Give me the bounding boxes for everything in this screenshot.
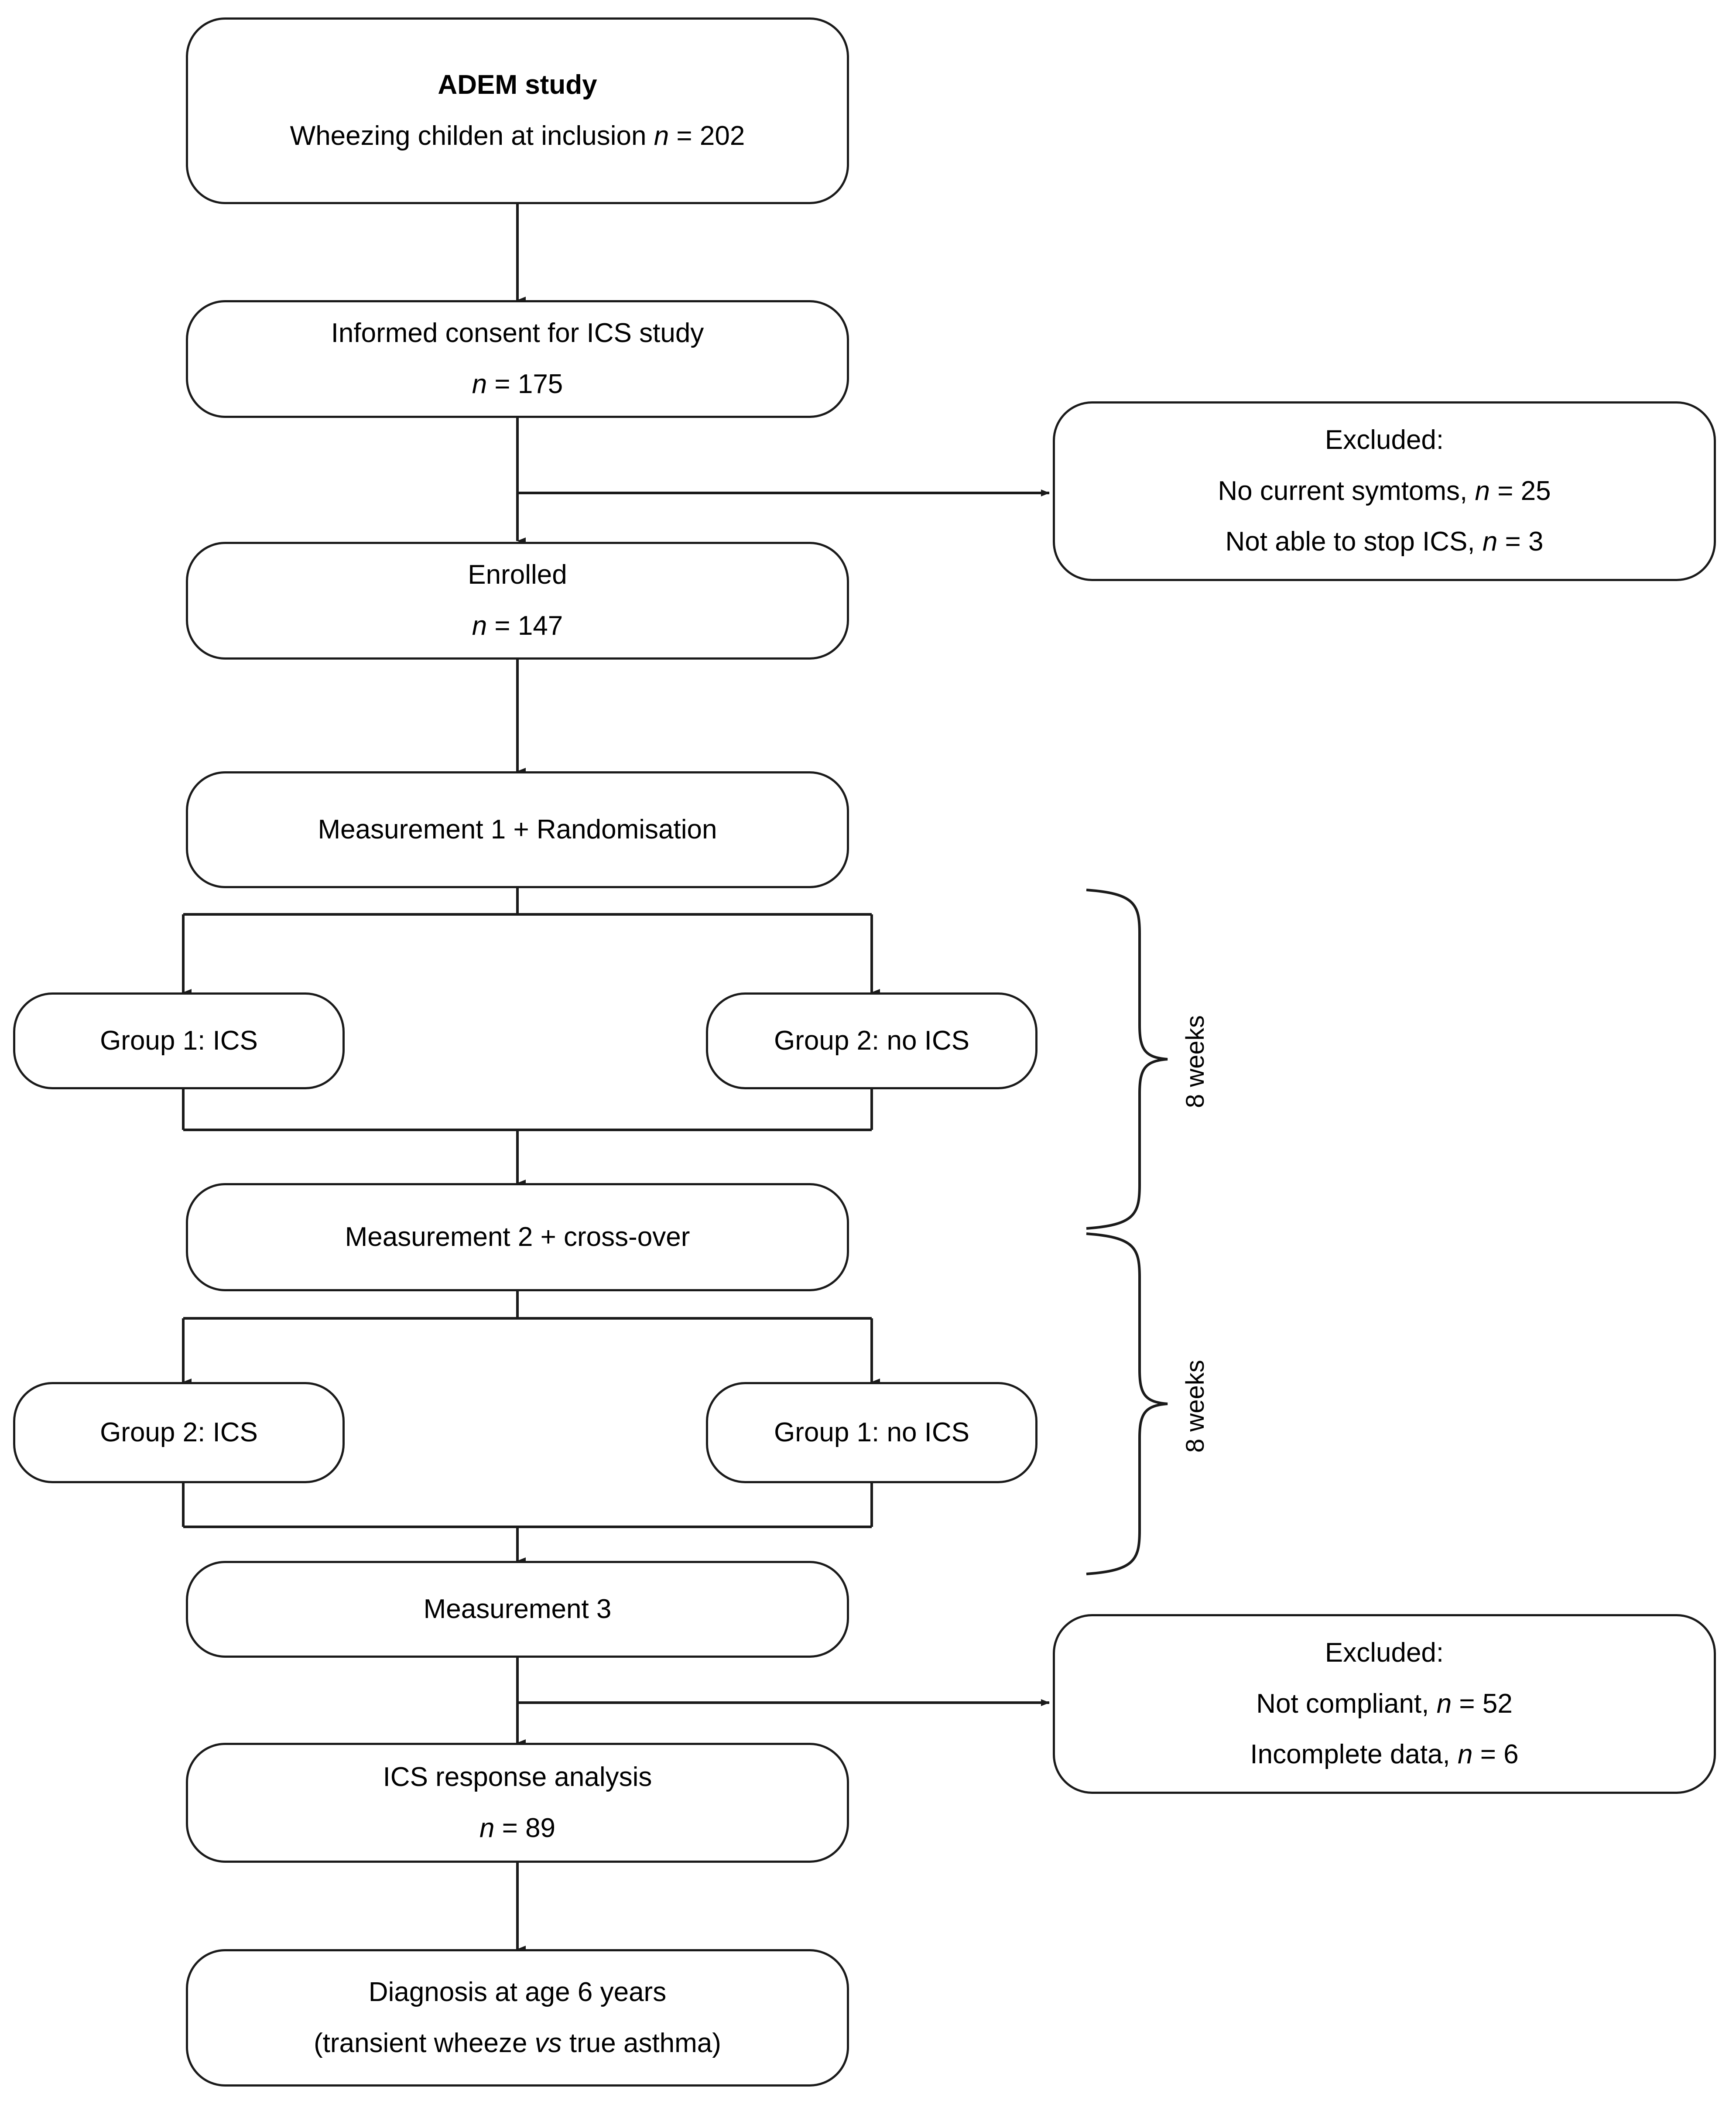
node-group-2-no-ics: Group 2: no ICS (706, 992, 1037, 1089)
excluded-2-reason-1: Not compliant, n = 52 (1256, 1688, 1513, 1719)
period-braces (1086, 889, 1168, 1575)
informed-consent-title: Informed consent for ICS study (331, 318, 704, 349)
excluded-1-title: Excluded: (1325, 425, 1444, 455)
adem-study-title: ADEM study (438, 70, 597, 100)
ics-response-count: n = 89 (479, 1813, 556, 1843)
excluded-1-reason-1: No current symtoms, n = 25 (1218, 476, 1551, 506)
node-excluded-1: Excluded: No current symtoms, n = 25 Not… (1053, 401, 1716, 581)
excluded-1-reason-2: Not able to stop ICS, n = 3 (1225, 527, 1544, 557)
diagnosis-title: Diagnosis at age 6 years (368, 1977, 667, 2007)
informed-consent-count: n = 175 (472, 369, 563, 399)
enrolled-count: n = 147 (472, 611, 563, 641)
node-measurement-1: Measurement 1 + Randomisation (186, 771, 849, 888)
period-1-duration-label: 8 weeks (1181, 1015, 1209, 1108)
node-diagnosis: Diagnosis at age 6 years (transient whee… (186, 1949, 849, 2087)
n-symbol: n (1482, 527, 1498, 557)
node-group-2-ics: Group 2: ICS (13, 1382, 345, 1483)
n-symbol: n (479, 1813, 495, 1843)
measurement-2-title: Measurement 2 + cross-over (345, 1221, 690, 1252)
node-group-1-ics: Group 1: ICS (13, 992, 345, 1089)
n-symbol: n (1458, 1739, 1473, 1770)
enrolled-title: Enrolled (468, 560, 567, 590)
excluded-2-reason-2: Incomplete data, n = 6 (1250, 1739, 1519, 1770)
group-1-no-ics-label: Group 1: no ICS (774, 1417, 970, 1447)
n-symbol: n (1475, 476, 1490, 506)
measurement-1-title: Measurement 1 + Randomisation (318, 814, 717, 845)
node-enrolled: Enrolled n = 147 (186, 542, 849, 660)
node-measurement-2: Measurement 2 + cross-over (186, 1183, 849, 1291)
excluded-2-title: Excluded: (1325, 1638, 1444, 1668)
adem-study-inclusion: Wheezing childen at inclusion n = 202 (290, 121, 745, 151)
brace-period-2 (1086, 1232, 1168, 1575)
node-excluded-2: Excluded: Not compliant, n = 52 Incomple… (1053, 1614, 1716, 1794)
group-1-ics-label: Group 1: ICS (100, 1025, 258, 1056)
group-2-ics-label: Group 2: ICS (100, 1417, 258, 1447)
node-adem-study: ADEM study Wheezing childen at inclusion… (186, 17, 849, 204)
group-2-no-ics-label: Group 2: no ICS (774, 1025, 970, 1056)
n-symbol: n (1436, 1688, 1452, 1719)
vs-symbol: vs (534, 2028, 562, 2058)
measurement-3-title: Measurement 3 (423, 1594, 612, 1624)
brace-period-1 (1086, 889, 1168, 1230)
diagnosis-subtitle: (transient wheeze vs true asthma) (314, 2028, 721, 2058)
node-group-1-no-ics: Group 1: no ICS (706, 1382, 1037, 1483)
node-ics-response-analysis: ICS response analysis n = 89 (186, 1743, 849, 1863)
n-symbol: n (654, 121, 669, 151)
n-symbol: n (472, 369, 487, 399)
ics-response-title: ICS response analysis (383, 1762, 652, 1792)
node-informed-consent: Informed consent for ICS study n = 175 (186, 300, 849, 418)
node-measurement-3: Measurement 3 (186, 1561, 849, 1658)
period-2-duration-label: 8 weeks (1181, 1360, 1209, 1453)
n-symbol: n (472, 611, 487, 641)
